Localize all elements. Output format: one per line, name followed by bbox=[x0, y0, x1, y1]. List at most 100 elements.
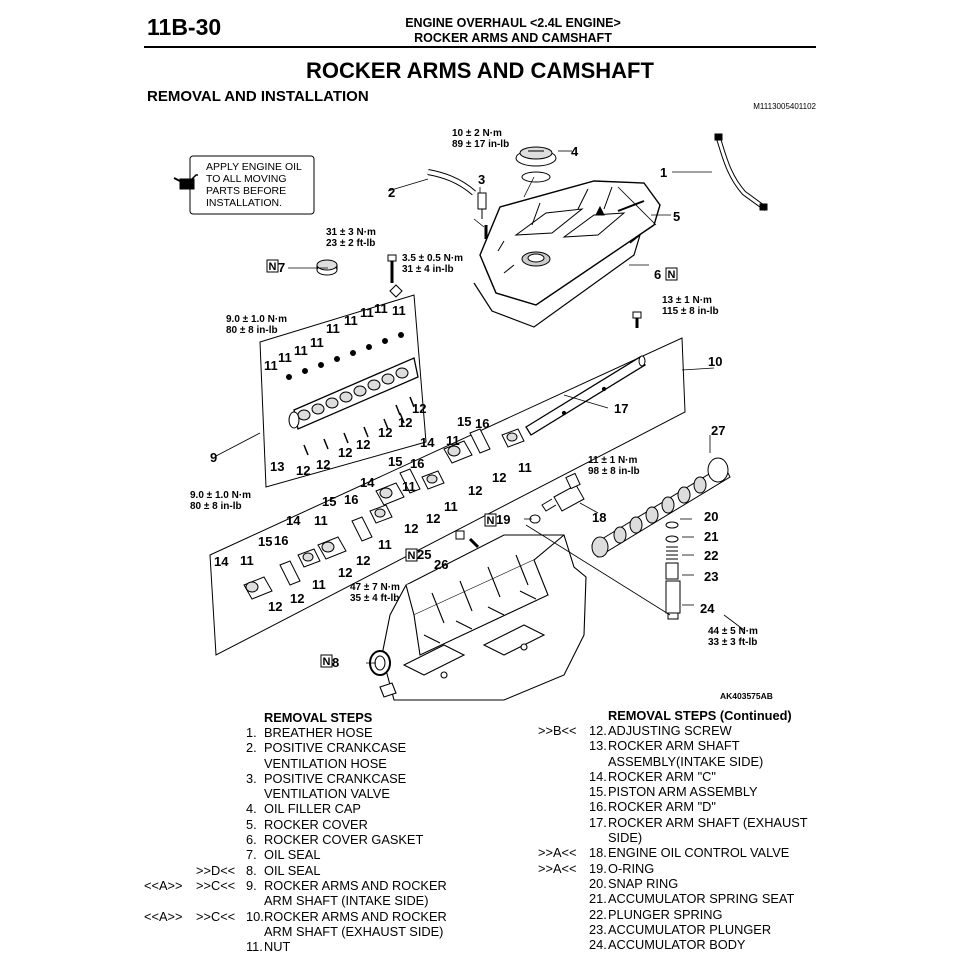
step-number: 24. bbox=[589, 937, 607, 953]
intake-adjusting-screws bbox=[303, 396, 415, 456]
rocker-cover bbox=[479, 180, 661, 306]
callout-3: 3 bbox=[478, 172, 485, 187]
callout-15-b: 15 bbox=[388, 454, 402, 469]
bolt-26-and-plug-25 bbox=[455, 530, 480, 549]
n-mark-8: N bbox=[320, 654, 333, 668]
removal-mark: >>C<< bbox=[196, 908, 236, 924]
oil-can-icon bbox=[173, 174, 198, 190]
step-text: PLUNGER SPRING bbox=[608, 906, 723, 922]
torque-ocv-1: 11 ± 1 N·m bbox=[588, 455, 638, 466]
header-titles: ENGINE OVERHAUL <2.4L ENGINE> ROCKER ARM… bbox=[360, 16, 666, 46]
install-mark: <<A>> bbox=[144, 908, 183, 924]
step-text: BREATHER HOSE bbox=[264, 725, 373, 740]
list-item: 11.NUT bbox=[140, 939, 460, 954]
callout-1: 1 bbox=[660, 165, 667, 180]
n-mark-8-text: N bbox=[323, 656, 331, 668]
step-text: ARM SHAFT (INTAKE SIDE) bbox=[264, 893, 429, 909]
torque-acc-body-1: 44 ± 5 N·m bbox=[708, 626, 758, 637]
step-number: 17. bbox=[589, 814, 607, 830]
callout-12-d: 12 bbox=[356, 437, 370, 452]
callout-16-d: 16 bbox=[274, 533, 288, 548]
step-text: ROCKER ARM SHAFT bbox=[608, 738, 740, 754]
callout-12-b: 12 bbox=[398, 415, 412, 430]
step-number: 8. bbox=[246, 862, 257, 878]
callout-19: 19 bbox=[496, 512, 510, 527]
callout-11-m: 11 bbox=[444, 499, 458, 514]
header-title-line2: ROCKER ARMS AND CAMSHAFT bbox=[414, 31, 612, 45]
pcv-valve bbox=[477, 192, 487, 219]
list-item: >>A<<18.ENGINE OIL CONTROL VALVE bbox=[538, 845, 828, 860]
callout-11-i: 11 bbox=[392, 303, 406, 318]
removal-steps-heading: REMOVAL STEPS bbox=[264, 710, 373, 725]
callout-11-l: 11 bbox=[402, 479, 416, 494]
rocker-cover-gasket bbox=[473, 233, 642, 328]
callout-11-n: 11 bbox=[314, 513, 328, 528]
callout-12-e: 12 bbox=[338, 445, 352, 460]
step-text: ACCUMULATOR SPRING SEAT bbox=[608, 891, 795, 907]
callout-11-p: 11 bbox=[240, 553, 254, 568]
step-number: 13. bbox=[589, 738, 607, 754]
note-line-1: APPLY ENGINE OIL bbox=[206, 161, 302, 173]
list-item: 5.ROCKER COVER bbox=[140, 817, 460, 832]
callout-18: 18 bbox=[592, 510, 606, 525]
exhaust-rocker-arms bbox=[243, 428, 525, 600]
callout-21: 21 bbox=[704, 529, 718, 544]
torque-exhaust-adj-1: 9.0 ± 1.0 N·m bbox=[190, 490, 251, 501]
callout-12-a: 12 bbox=[412, 401, 426, 416]
oil-seal-7 bbox=[316, 259, 338, 276]
callout-22: 22 bbox=[704, 548, 718, 563]
header-rule bbox=[144, 46, 816, 48]
step-number: 4. bbox=[246, 801, 257, 817]
n-mark-19-text: N bbox=[487, 515, 495, 527]
breather-hose bbox=[714, 133, 768, 212]
callout-4: 4 bbox=[571, 144, 579, 159]
callout-20: 20 bbox=[704, 509, 718, 524]
step-text: ADJUSTING SCREW bbox=[608, 723, 732, 738]
step-number: 1. bbox=[246, 725, 257, 740]
callout-12-k: 12 bbox=[404, 521, 418, 536]
callout-6: 6 bbox=[654, 267, 661, 282]
removal-mark: >>C<< bbox=[196, 877, 236, 893]
torque-cover-stud-2: 115 ± 8 in-lb bbox=[662, 306, 719, 317]
callout-17: 17 bbox=[614, 401, 628, 416]
list-item: 21.ACCUMULATOR SPRING SEAT bbox=[538, 891, 828, 906]
step-number: 3. bbox=[246, 770, 257, 786]
step-text: ASSEMBLY(INTAKE SIDE) bbox=[608, 753, 764, 769]
callout-8: 8 bbox=[332, 655, 339, 670]
callout-11-a: 11 bbox=[264, 358, 278, 373]
list-item: 22.PLUNGER SPRING bbox=[538, 907, 828, 922]
callout-12-l: 12 bbox=[356, 553, 370, 568]
callout-11-g: 11 bbox=[360, 305, 374, 320]
callout-16-a: 16 bbox=[475, 416, 489, 431]
callout-14-a: 14 bbox=[420, 435, 435, 450]
list-item: ASSEMBLY(INTAKE SIDE) bbox=[538, 754, 828, 769]
list-item: 24.ACCUMULATOR BODY bbox=[538, 937, 828, 952]
callout-12-h: 12 bbox=[492, 470, 506, 485]
step-number: 21. bbox=[589, 891, 607, 907]
removal-steps-continued: REMOVAL STEPS (Continued) >>B<<12.ADJUST… bbox=[538, 708, 828, 953]
callout-16-b: 16 bbox=[410, 456, 424, 471]
torque-filler-cap-2: 89 ± 17 in-lb bbox=[452, 139, 509, 150]
note-text: APPLY ENGINE OIL TO ALL MOVING PARTS BEF… bbox=[206, 161, 302, 209]
list-item: 3.POSITIVE CRANKCASE bbox=[140, 771, 460, 786]
torque-cover-bolt-2: 23 ± 2 ft-lb bbox=[326, 238, 375, 249]
note-line-2: TO ALL MOVING bbox=[206, 173, 287, 185]
step-number: 9. bbox=[246, 877, 257, 893]
callout-9: 9 bbox=[210, 450, 217, 465]
callout-2: 2 bbox=[388, 185, 395, 200]
callout-23: 23 bbox=[704, 569, 718, 584]
step-number: 12. bbox=[589, 723, 607, 738]
step-number: 14. bbox=[589, 768, 607, 784]
step-text: ROCKER ARM SHAFT (EXHAUST bbox=[608, 814, 808, 830]
list-item: 23.ACCUMULATOR PLUNGER bbox=[538, 922, 828, 937]
note-line-3: PARTS BEFORE bbox=[206, 185, 286, 197]
torque-filler-cap-1: 10 ± 2 N·m bbox=[452, 128, 502, 139]
step-number: 23. bbox=[589, 921, 607, 937]
step-number: 20. bbox=[589, 875, 607, 891]
step-text: SIDE) bbox=[608, 830, 643, 846]
removal-mark: >>A<< bbox=[538, 845, 577, 861]
list-item: 4.OIL FILLER CAP bbox=[140, 801, 460, 816]
list-item: <<A>>>>C<<10.ROCKER ARMS AND ROCKER bbox=[140, 909, 460, 924]
n-mark-7-text: N bbox=[269, 261, 277, 273]
exhaust-panel-outline bbox=[209, 337, 686, 656]
